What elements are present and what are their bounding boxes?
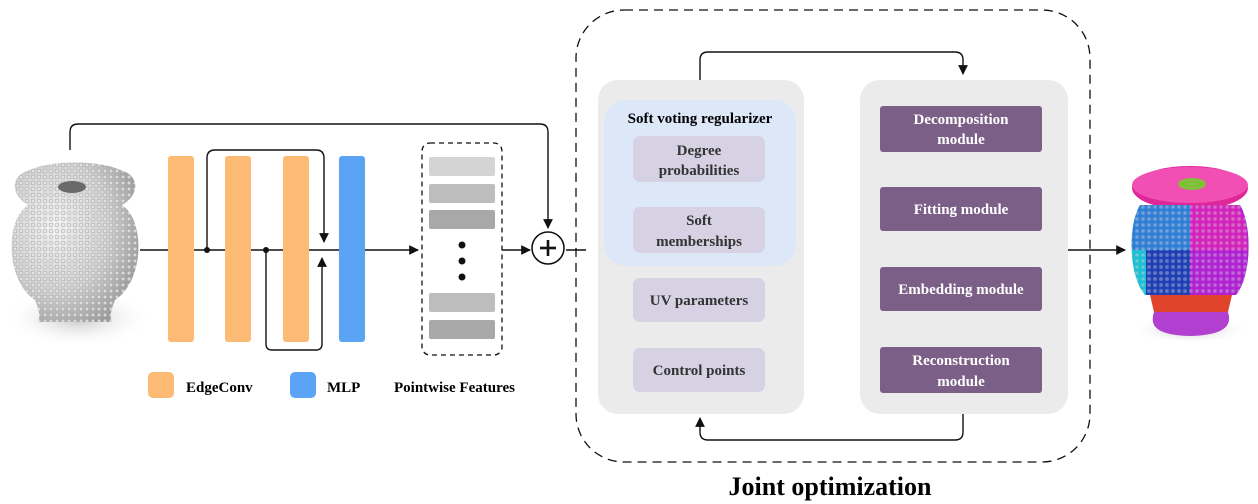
segmented-output-icon bbox=[1130, 166, 1250, 344]
soft-memberships-line2: memberships bbox=[656, 234, 742, 250]
edgeconv-bar-1 bbox=[168, 156, 194, 342]
soft-memberships-line1: Soft bbox=[686, 213, 712, 229]
decomposition-module-box bbox=[880, 106, 1042, 152]
embedding-module-label: Embedding module bbox=[898, 282, 1024, 298]
fitting-module-box bbox=[880, 187, 1042, 231]
mlp-swatch bbox=[290, 372, 316, 398]
decomposition-line2: module bbox=[937, 132, 985, 148]
joint-optimization-label: Joint optimization bbox=[729, 472, 932, 501]
junction-dot bbox=[263, 247, 269, 253]
edgeconv-skip-bottom bbox=[265, 250, 327, 351]
feature-row bbox=[429, 157, 495, 176]
embedding-module-box bbox=[880, 267, 1042, 311]
features-dashed-frame bbox=[421, 142, 503, 356]
feature-row bbox=[429, 320, 495, 339]
edgeconv-layers bbox=[168, 156, 309, 342]
decomposition-line1: Decomposition bbox=[914, 112, 1010, 128]
input-skip-connection bbox=[69, 123, 553, 229]
junction-dot bbox=[204, 247, 210, 253]
degree-probabilities-line2: probabilities bbox=[659, 163, 740, 179]
legend-edgeconv-label: EdgeConv bbox=[186, 380, 253, 396]
ellipsis-dot bbox=[458, 257, 466, 265]
edgeconv-bar-3 bbox=[283, 156, 309, 342]
fitting-module-label: Fitting module bbox=[914, 202, 1009, 218]
sum-node bbox=[531, 231, 565, 265]
reconstruction-line1: Reconstruction bbox=[912, 353, 1010, 369]
degree-probabilities-line1: Degree bbox=[677, 143, 722, 159]
ellipsis-dot bbox=[458, 241, 466, 249]
modules-panel bbox=[860, 80, 1068, 414]
uv-parameters-label: UV parameters bbox=[650, 293, 749, 309]
reconstruction-line2: module bbox=[937, 374, 985, 390]
feature-row bbox=[429, 210, 495, 229]
feature-row bbox=[429, 293, 495, 312]
control-points-label: Control points bbox=[653, 363, 746, 379]
uv-parameters-box bbox=[633, 278, 765, 322]
control-points-box bbox=[633, 348, 765, 392]
legend-features-label: Pointwise Features bbox=[394, 380, 515, 396]
edgeconv-skip-top bbox=[206, 149, 329, 250]
feature-row bbox=[429, 184, 495, 203]
edgeconv-swatch bbox=[148, 372, 174, 398]
feedback-bottom-arrow bbox=[695, 414, 964, 441]
edgeconv-bar-2 bbox=[225, 156, 251, 342]
feedback-top-arrow bbox=[699, 51, 968, 80]
reconstruction-module-box bbox=[880, 347, 1042, 393]
soft-memberships-box bbox=[633, 207, 765, 253]
soft-voting-title: Soft voting regularizer bbox=[628, 111, 773, 127]
joint-optimization-frame bbox=[575, 9, 1091, 463]
mlp-bar bbox=[339, 156, 365, 342]
input-point-cloud-icon bbox=[3, 162, 153, 348]
legend: EdgeConv MLP Pointwise Features bbox=[148, 372, 515, 398]
legend-mlp-label: MLP bbox=[327, 380, 360, 396]
pointwise-features-block bbox=[421, 142, 503, 356]
ellipsis-dot bbox=[458, 273, 466, 281]
degree-probabilities-box bbox=[633, 136, 765, 182]
